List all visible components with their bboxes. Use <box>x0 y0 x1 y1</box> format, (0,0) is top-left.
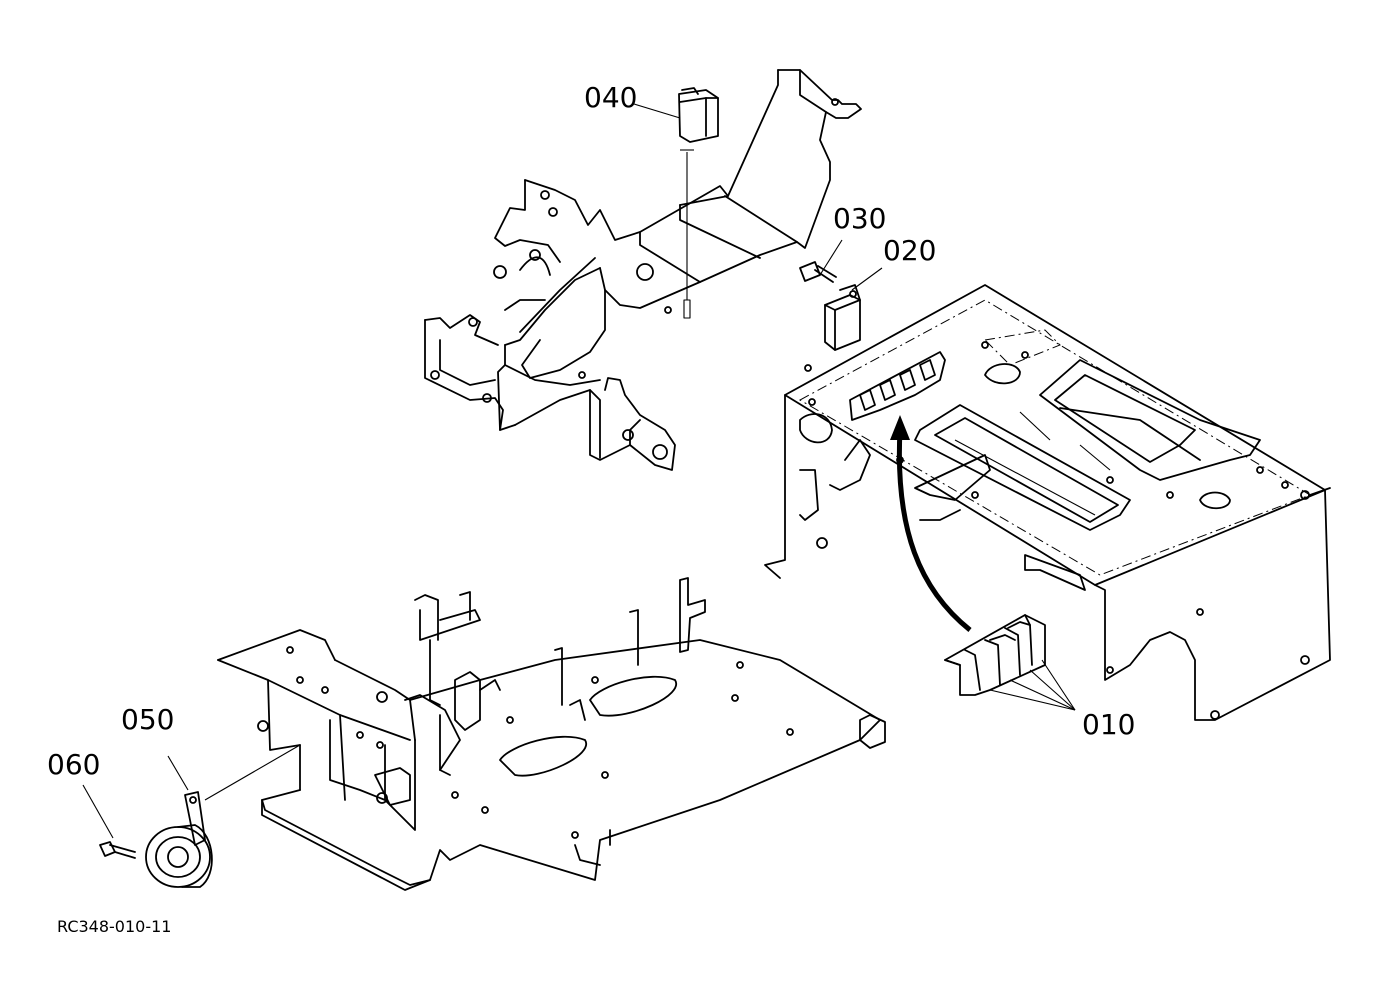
lower-floor-plate <box>217 577 886 891</box>
upper-bracket-assembly <box>424 69 862 471</box>
right-frame-assembly <box>764 284 1331 721</box>
diagram-code: RC348-010-11 <box>57 917 172 936</box>
part-060-bolt <box>82 784 136 859</box>
relay-mounting-bracket <box>849 351 946 421</box>
callout-030: 030 <box>833 202 887 235</box>
part-050-horn <box>145 744 301 888</box>
part-040-block <box>633 87 719 143</box>
assembly-arrow <box>890 415 972 632</box>
callout-060: 060 <box>47 748 101 781</box>
callout-020: 020 <box>883 234 937 267</box>
callout-040: 040 <box>584 81 638 114</box>
callout-050: 050 <box>121 703 175 736</box>
part-030-bolt <box>799 239 843 283</box>
part-020-relay <box>824 267 883 351</box>
part-010-connectors <box>944 614 1076 711</box>
callout-010: 010 <box>1082 708 1136 741</box>
